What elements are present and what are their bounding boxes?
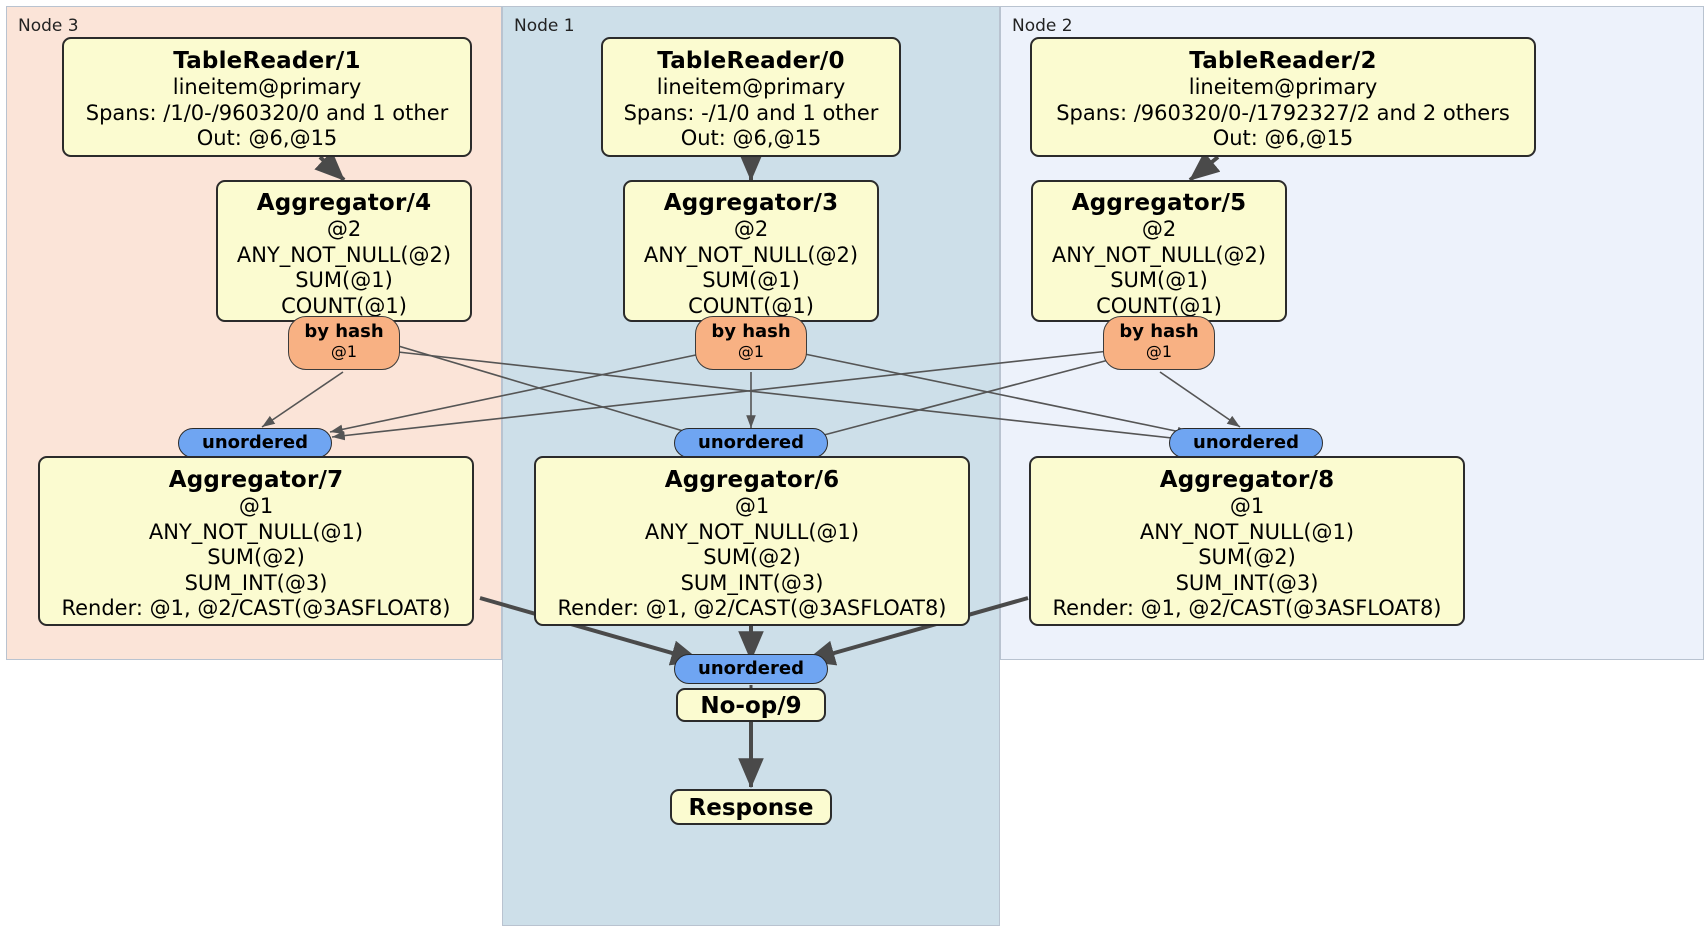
- box-line: COUNT(@1): [688, 293, 814, 318]
- box-line: @2: [1141, 217, 1177, 242]
- box-line: ANY_NOT_NULL(@2): [643, 242, 859, 267]
- box-title: No-op/9: [700, 693, 802, 719]
- box-aggregator-4[interactable]: Aggregator/4 @2 ANY_NOT_NULL(@2) SUM(@1)…: [216, 180, 472, 322]
- box-title: Aggregator/4: [256, 190, 432, 216]
- pill-title: unordered: [202, 432, 308, 453]
- box-line: ANY_NOT_NULL(@1): [644, 519, 860, 544]
- box-title: Aggregator/5: [1071, 190, 1247, 216]
- box-aggregator-7[interactable]: Aggregator/7 @1 ANY_NOT_NULL(@1) SUM(@2)…: [38, 456, 474, 626]
- box-title: Aggregator/6: [664, 467, 840, 493]
- box-line: ANY_NOT_NULL(@1): [1139, 519, 1355, 544]
- box-line: lineitem@primary: [172, 75, 362, 100]
- box-line: SUM(@1): [295, 268, 393, 293]
- box-line: Render: @1, @2/CAST(@3ASFLOAT8): [61, 596, 451, 621]
- box-line: ANY_NOT_NULL(@2): [1051, 242, 1267, 267]
- pill-title: unordered: [698, 658, 804, 679]
- box-title: TableReader/1: [173, 48, 361, 74]
- box-title: Response: [688, 795, 814, 821]
- pill-unordered-final[interactable]: unordered: [674, 654, 828, 684]
- box-line: COUNT(@1): [281, 293, 407, 318]
- box-line: lineitem@primary: [1188, 75, 1378, 100]
- box-line: COUNT(@1): [1096, 293, 1222, 318]
- box-line: @1: [1229, 494, 1265, 519]
- pill-sub: @1: [330, 341, 358, 361]
- pill-by-hash-left[interactable]: by hash @1: [288, 316, 400, 370]
- pill-by-hash-center[interactable]: by hash @1: [695, 316, 807, 370]
- box-aggregator-5[interactable]: Aggregator/5 @2 ANY_NOT_NULL(@2) SUM(@1)…: [1031, 180, 1287, 322]
- pill-sub: @1: [1145, 341, 1173, 361]
- panel-label-node-3: Node 3: [18, 16, 79, 36]
- box-line: @1: [238, 494, 274, 519]
- box-line: @2: [326, 217, 362, 242]
- pill-unordered-center[interactable]: unordered: [674, 428, 828, 458]
- pill-title: unordered: [698, 432, 804, 453]
- box-table-reader-0[interactable]: TableReader/0 lineitem@primary Spans: -/…: [601, 37, 901, 157]
- box-line: SUM(@1): [1110, 268, 1208, 293]
- box-title: Aggregator/3: [663, 190, 839, 216]
- box-title: TableReader/2: [1189, 48, 1377, 74]
- box-line: SUM(@2): [207, 545, 305, 570]
- box-line: SUM_INT(@3): [680, 570, 824, 595]
- box-aggregator-3[interactable]: Aggregator/3 @2 ANY_NOT_NULL(@2) SUM(@1)…: [623, 180, 879, 322]
- box-title: Aggregator/7: [168, 467, 344, 493]
- box-line: Spans: /1/0-/960320/0 and 1 other: [85, 100, 449, 125]
- box-line: @2: [733, 217, 769, 242]
- box-title: Aggregator/8: [1159, 467, 1335, 493]
- box-line: Out: @6,@15: [196, 126, 338, 151]
- box-line: lineitem@primary: [656, 75, 846, 100]
- box-line: Render: @1, @2/CAST(@3ASFLOAT8): [557, 596, 947, 621]
- pill-title: by hash: [1119, 321, 1199, 342]
- box-title: TableReader/0: [657, 48, 845, 74]
- pill-sub: @1: [737, 341, 765, 361]
- box-line: SUM(@2): [703, 545, 801, 570]
- box-line: Out: @6,@15: [1212, 126, 1354, 151]
- pill-unordered-right[interactable]: unordered: [1169, 428, 1323, 458]
- panel-label-node-2: Node 2: [1012, 16, 1073, 36]
- box-line: Spans: -/1/0 and 1 other: [623, 100, 879, 125]
- box-line: SUM_INT(@3): [184, 570, 328, 595]
- box-table-reader-2[interactable]: TableReader/2 lineitem@primary Spans: /9…: [1030, 37, 1536, 157]
- box-table-reader-1[interactable]: TableReader/1 lineitem@primary Spans: /1…: [62, 37, 472, 157]
- pill-title: by hash: [711, 321, 791, 342]
- box-no-op-9[interactable]: No-op/9: [676, 688, 826, 722]
- panel-label-node-1: Node 1: [514, 16, 575, 36]
- box-line: ANY_NOT_NULL(@1): [148, 519, 364, 544]
- box-line: @1: [734, 494, 770, 519]
- box-line: ANY_NOT_NULL(@2): [236, 242, 452, 267]
- box-aggregator-8[interactable]: Aggregator/8 @1 ANY_NOT_NULL(@1) SUM(@2)…: [1029, 456, 1465, 626]
- box-line: Render: @1, @2/CAST(@3ASFLOAT8): [1052, 596, 1442, 621]
- box-line: Out: @6,@15: [680, 126, 822, 151]
- pill-unordered-left[interactable]: unordered: [178, 428, 332, 458]
- pill-title: unordered: [1193, 432, 1299, 453]
- box-line: SUM(@2): [1198, 545, 1296, 570]
- box-line: SUM(@1): [702, 268, 800, 293]
- box-response[interactable]: Response: [670, 789, 832, 825]
- pill-title: by hash: [304, 321, 384, 342]
- pill-by-hash-right[interactable]: by hash @1: [1103, 316, 1215, 370]
- box-line: Spans: /960320/0-/1792327/2 and 2 others: [1056, 100, 1510, 125]
- box-line: SUM_INT(@3): [1175, 570, 1319, 595]
- box-aggregator-6[interactable]: Aggregator/6 @1 ANY_NOT_NULL(@1) SUM(@2)…: [534, 456, 970, 626]
